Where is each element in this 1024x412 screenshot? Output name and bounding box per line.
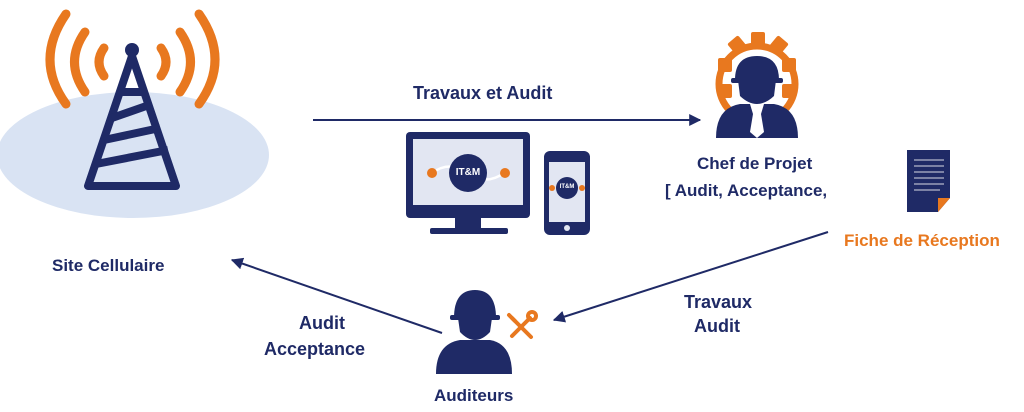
cell-tower-icon [45,9,220,190]
fiche-de-reception-label: Fiche de Réception [844,231,1000,250]
chef-de-projet-roles: [ Audit, Acceptance, [665,181,828,200]
chef-de-projet-title: Chef de Projet [697,154,813,173]
tools-icon [507,310,538,339]
travaux-label: Travaux [684,292,753,312]
acceptance-label: Acceptance [264,339,366,359]
travaux-audit-label: Audit [694,316,740,336]
auditor-icon [436,290,512,374]
project-manager-icon [715,32,799,138]
document-icon [907,150,950,212]
audit-label: Audit [299,313,345,333]
smartphone-icon [544,151,590,235]
auditeurs-label: Auditeurs [434,386,514,405]
arrow-fiche-to-auditeurs [552,231,829,323]
site-cellulaire-label: Site Cellulaire [52,256,165,275]
phone-logo-text: IT&M [559,184,575,190]
top-flow-label: Travaux et Audit [413,83,553,103]
monitor-icon [406,132,530,234]
monitor-logo-text: IT&M [455,167,481,178]
arrow-auditeurs-to-site [230,257,443,334]
